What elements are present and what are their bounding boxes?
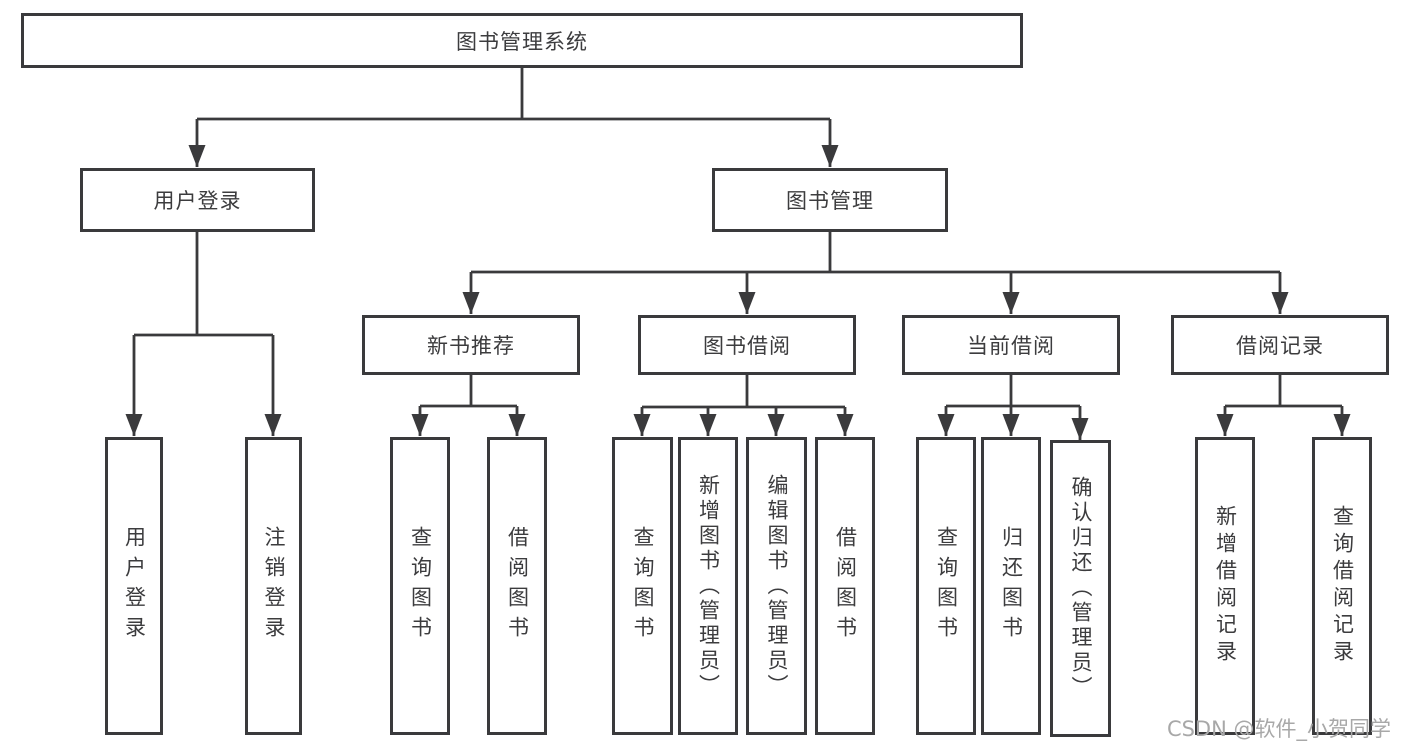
node-book-management: 图书管理	[712, 168, 948, 232]
leaf-label: 查询图书	[631, 526, 655, 646]
node-label: 当前借阅	[967, 334, 1055, 358]
leaf-label: 查询图书	[934, 526, 959, 646]
node-label: 新书推荐	[427, 334, 515, 358]
node-label: 图书管理系统	[456, 29, 588, 54]
node-book-borrowing: 图书借阅	[638, 315, 856, 375]
node-new-book-recommendation: 新书推荐	[362, 315, 580, 375]
node-label: 用户登录	[153, 189, 242, 213]
leaf-user-login: 用户登录	[105, 437, 163, 735]
leaf-logout-login: 注销登录	[245, 437, 302, 735]
leaf-label: 用户登录	[122, 526, 147, 646]
leaf-label: 确认归还（管理员）	[1069, 476, 1093, 701]
leaf-label: 新增图书（管理员）	[696, 473, 721, 699]
leaf-label: 借阅图书	[833, 526, 858, 646]
leaf-current-confirm-return-admin: 确认归还（管理员）	[1050, 440, 1111, 737]
leaf-label: 注销登录	[262, 526, 286, 646]
leaf-label: 归还图书	[999, 526, 1024, 646]
leaf-borrow-edit-books-admin: 编辑图书（管理员）	[746, 437, 807, 735]
leaf-newbook-borrow-books: 借阅图书	[487, 437, 547, 735]
leaf-label: 新增借阅记录	[1213, 505, 1238, 667]
leaf-current-query-books: 查询图书	[916, 437, 976, 735]
node-library-system: 图书管理系统	[21, 13, 1023, 68]
node-label: 图书管理	[786, 189, 874, 213]
leaf-borrow-borrow-books: 借阅图书	[815, 437, 875, 735]
leaf-borrow-query-books: 查询图书	[612, 437, 673, 735]
leaf-borrow-add-books-admin: 新增图书（管理员）	[678, 437, 738, 735]
leaf-label: 查询借阅记录	[1330, 505, 1355, 667]
leaf-label: 借阅图书	[505, 526, 530, 646]
node-borrowing-records: 借阅记录	[1171, 315, 1389, 375]
watermark: CSDN @软件_小贺同学	[1166, 717, 1391, 741]
leaf-label: 编辑图书（管理员）	[765, 473, 789, 699]
leaf-records-add-record: 新增借阅记录	[1195, 437, 1255, 735]
node-label: 图书借阅	[703, 334, 791, 358]
leaf-label: 查询图书	[408, 526, 433, 646]
node-user-login: 用户登录	[80, 168, 315, 232]
node-label: 借阅记录	[1236, 334, 1324, 358]
leaf-records-query-record: 查询借阅记录	[1312, 437, 1372, 735]
node-current-borrowing: 当前借阅	[902, 315, 1120, 375]
leaf-newbook-query-books: 查询图书	[390, 437, 450, 735]
leaf-current-return-books: 归还图书	[981, 437, 1041, 735]
